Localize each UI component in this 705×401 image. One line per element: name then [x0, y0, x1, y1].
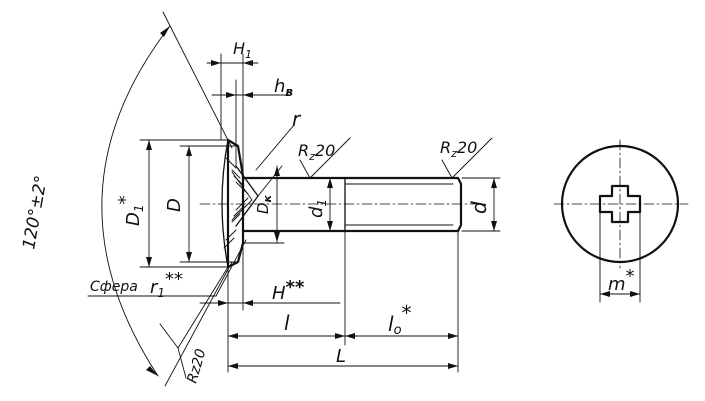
screw-shank — [199, 176, 481, 233]
label-l0: lo* — [388, 301, 412, 338]
roughness-bottom — [159, 266, 229, 379]
dim-d — [461, 177, 501, 232]
dim-Dk — [242, 165, 285, 244]
dim-H1-hb — [206, 53, 291, 179]
label-D: D — [164, 198, 185, 212]
dim-d1 — [327, 177, 333, 232]
roughness-top — [299, 137, 351, 179]
label-rz20-bottom: Rz20 — [184, 347, 209, 385]
label-rz20-top: Rz20 — [298, 141, 335, 163]
label-m: m* — [608, 266, 635, 295]
label-rz20-right: Rz20 — [440, 138, 477, 160]
label-r: r — [292, 107, 302, 131]
label-H: H** — [272, 277, 305, 304]
label-d: d — [467, 201, 491, 214]
label-H1: H1 — [233, 39, 252, 61]
head-top-view — [553, 139, 689, 303]
label-hb: hв — [274, 76, 293, 99]
dim-H — [199, 242, 341, 373]
label-L: L — [336, 346, 346, 367]
dim-D1-D — [139, 139, 237, 268]
screw-head — [221, 138, 259, 269]
label-l: l — [284, 311, 290, 335]
dim-angle — [101, 11, 233, 387]
label-angle: 120°±2° — [19, 174, 52, 251]
label-sphere: Сфера — [90, 279, 138, 295]
dim-l-l0-L — [227, 230, 459, 373]
label-d1: d1 — [306, 199, 329, 218]
label-D1: D1* — [115, 195, 146, 226]
roughness-right — [441, 137, 493, 179]
label-Dk: Dк — [254, 194, 274, 214]
label-r1: r1** — [150, 269, 183, 300]
leader-r — [255, 124, 295, 171]
leader-sphere — [87, 239, 247, 297]
